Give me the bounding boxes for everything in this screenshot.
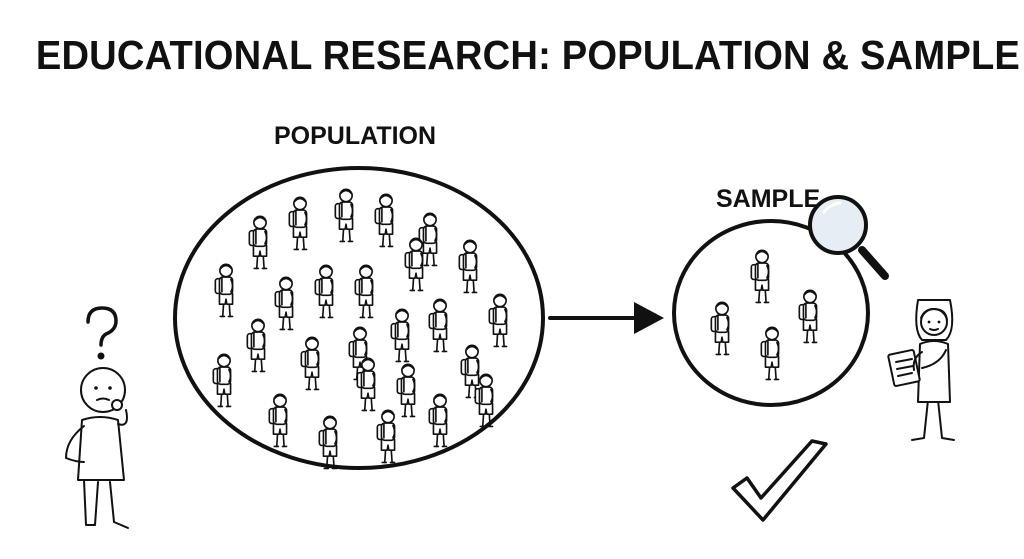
student-with-backpack-icon [314,264,334,319]
arrow-right-icon [548,302,664,334]
researcher-with-clipboard-icon [887,299,955,441]
student-with-backpack-icon [354,264,374,319]
student-with-backpack-icon [458,239,478,294]
student-with-backpack-icon [248,215,268,270]
page-title: EDUCATIONAL RESEARCH: POPULATION & SAMPL… [35,32,1021,78]
population-group [212,188,508,470]
student-with-backpack-icon [288,196,308,251]
question-mark-icon [86,306,118,360]
sample-label: SAMPLE [716,185,821,213]
student-with-backpack-icon [300,336,320,391]
student-with-backpack-icon [488,293,508,348]
student-with-backpack-icon [374,193,394,248]
sample-group [710,249,818,381]
student-with-backpack-icon [396,363,416,418]
student-with-backpack-icon [404,237,424,292]
check-mark-icon [731,439,828,522]
student-with-backpack-icon [318,415,338,470]
student-with-backpack-icon [376,409,396,464]
student-with-backpack-icon [760,326,780,381]
student-with-backpack-icon [798,289,818,344]
student-with-backpack-icon [428,393,448,448]
student-with-backpack-icon [428,298,448,353]
population-circle [173,166,545,470]
student-with-backpack-icon [390,308,410,363]
sample-circle [672,219,870,407]
student-with-backpack-icon [274,276,294,331]
student-with-backpack-icon [214,263,234,318]
student-with-backpack-icon [750,249,770,304]
thinking-person-icon [65,367,129,529]
student-with-backpack-icon [212,353,232,408]
student-with-backpack-icon [710,301,730,356]
student-with-backpack-icon [268,393,288,448]
population-label: POPULATION [274,122,437,150]
student-with-backpack-icon [246,318,266,373]
magnifying-glass-icon [808,195,889,280]
student-with-backpack-icon [334,188,354,243]
